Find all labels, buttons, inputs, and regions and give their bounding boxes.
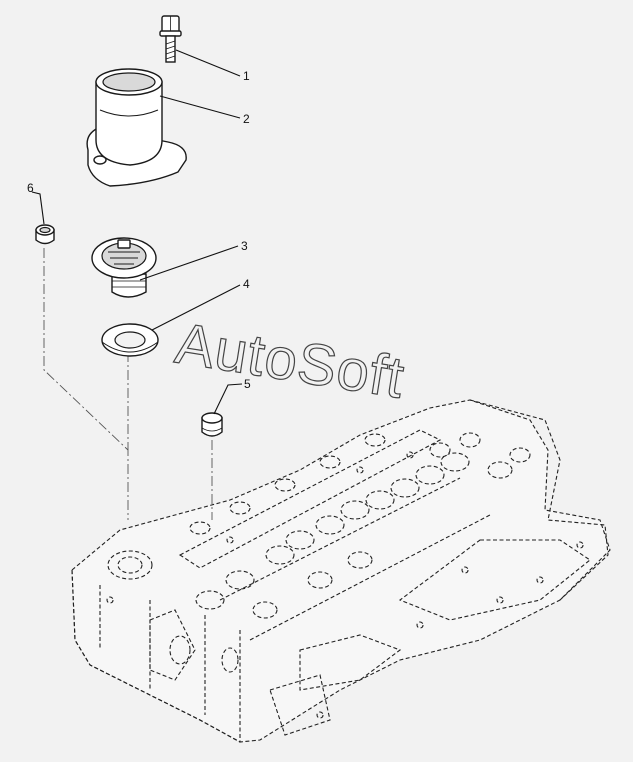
cylinder-head: [71, 399, 611, 743]
callout-1: 1: [243, 69, 250, 83]
plug-icon: [35, 224, 55, 245]
callout-5: 5: [244, 377, 251, 391]
plug-icon: [201, 412, 223, 437]
callout-6: 6: [27, 181, 34, 195]
bolt-icon: [159, 15, 182, 63]
callout-labels: 1 2 3 4 5 6: [27, 69, 251, 391]
callout-3: 3: [241, 239, 248, 253]
callout-2: 2: [243, 112, 250, 126]
callout-4: 4: [243, 277, 250, 291]
coolant-outlet-housing-icon: [86, 68, 187, 187]
thermostat-icon: [91, 237, 157, 298]
leader-lines: [31, 49, 243, 415]
assembly-axes: [43, 248, 213, 520]
watermark-text: AutoSoft: [171, 311, 409, 411]
seal-ring-icon: [101, 323, 159, 357]
